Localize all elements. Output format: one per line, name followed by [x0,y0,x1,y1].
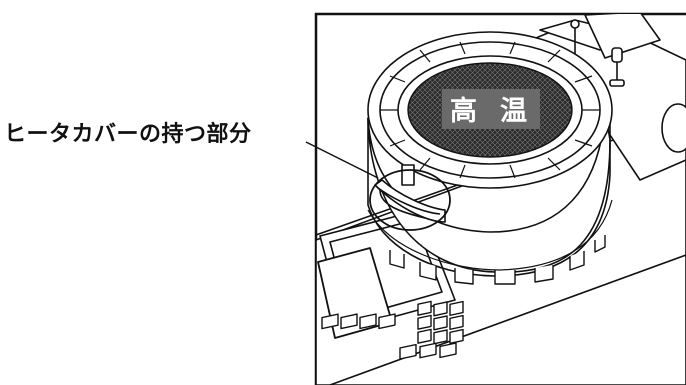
high-temperature-warning-plate: 高 温 [442,89,540,129]
callout-label-heater-cover-grip: ヒータカバーの持つ部分 [4,122,252,147]
keypad [321,300,464,360]
side-knob [661,103,686,153]
illustration-frame [314,12,686,385]
callout-leader-line [305,141,379,179]
ring-segments [380,41,600,179]
warning-char-1: 高 [450,95,477,127]
lift-lever [584,14,661,59]
warning-char-2: 温 [500,96,527,127]
handle-highlight-ellipse [369,169,451,231]
cover-skirt-tabs [389,235,606,285]
